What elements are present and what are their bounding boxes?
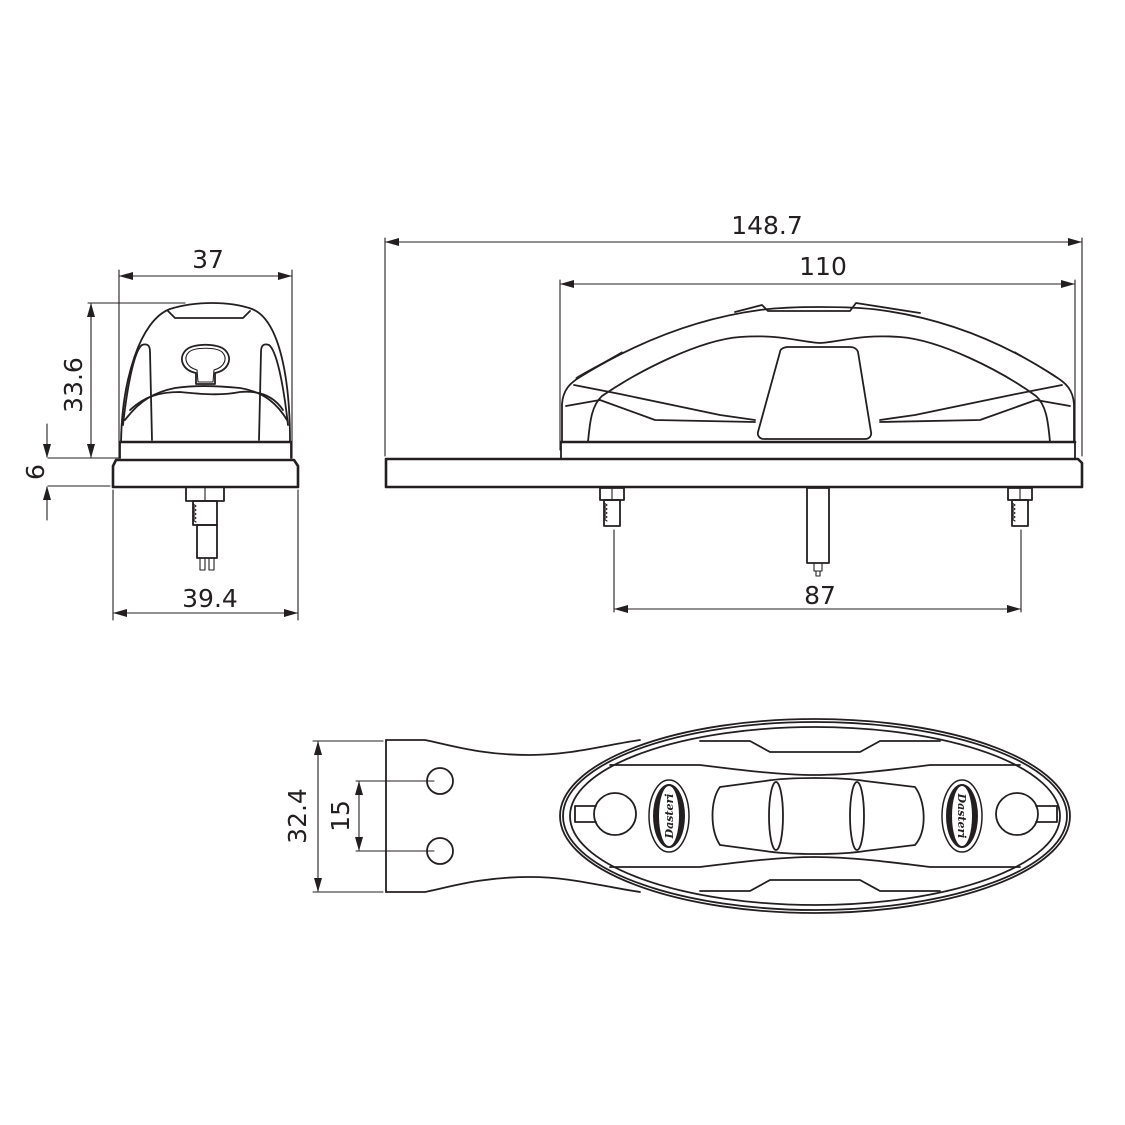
dimension-overall-length: 148.7 bbox=[385, 211, 1082, 246]
dimension-bracket-height: 32.4 bbox=[283, 741, 322, 892]
dimension-lens-length: 110 bbox=[560, 252, 1075, 288]
dim-label-32-4: 32.4 bbox=[283, 788, 312, 844]
dim-label-37: 37 bbox=[192, 245, 224, 274]
front-view: 148.7 110 87 bbox=[384, 211, 1084, 613]
dim-label-148-7: 148.7 bbox=[731, 211, 803, 240]
dim-label-33-6: 33.6 bbox=[59, 357, 88, 413]
dim-label-87: 87 bbox=[804, 581, 836, 610]
dim-label-15: 15 bbox=[326, 800, 355, 832]
lamp-side-profile bbox=[111, 302, 300, 571]
logo-text-right: Dasteri bbox=[955, 793, 968, 839]
dimension-height: 33.6 bbox=[59, 303, 95, 458]
dimension-top-width: 37 bbox=[119, 245, 292, 280]
side-view: 37 33.6 6 39.4 bbox=[21, 245, 300, 621]
logo-text-left: Dasteri bbox=[663, 794, 676, 840]
dimension-hole-spacing: 15 bbox=[326, 781, 363, 851]
dimension-base-thickness: 6 bbox=[21, 423, 51, 521]
dim-label-39-4: 39.4 bbox=[182, 584, 238, 613]
dasteri-logo-right: Dasteri bbox=[941, 779, 983, 853]
lamp-top-profile: Dasteri Dasteri bbox=[385, 718, 1071, 914]
lamp-front-profile bbox=[384, 302, 1084, 577]
dim-label-6: 6 bbox=[21, 464, 50, 480]
dimension-base-width: 39.4 bbox=[113, 584, 298, 617]
dim-label-110: 110 bbox=[799, 252, 847, 281]
top-view: 32.4 15 bbox=[283, 718, 1071, 914]
mount-hole-bottom bbox=[426, 837, 454, 865]
mount-hole-top bbox=[426, 767, 454, 795]
dasteri-logo-left: Dasteri bbox=[648, 779, 690, 853]
dimension-stud-spacing: 87 bbox=[614, 581, 1021, 613]
